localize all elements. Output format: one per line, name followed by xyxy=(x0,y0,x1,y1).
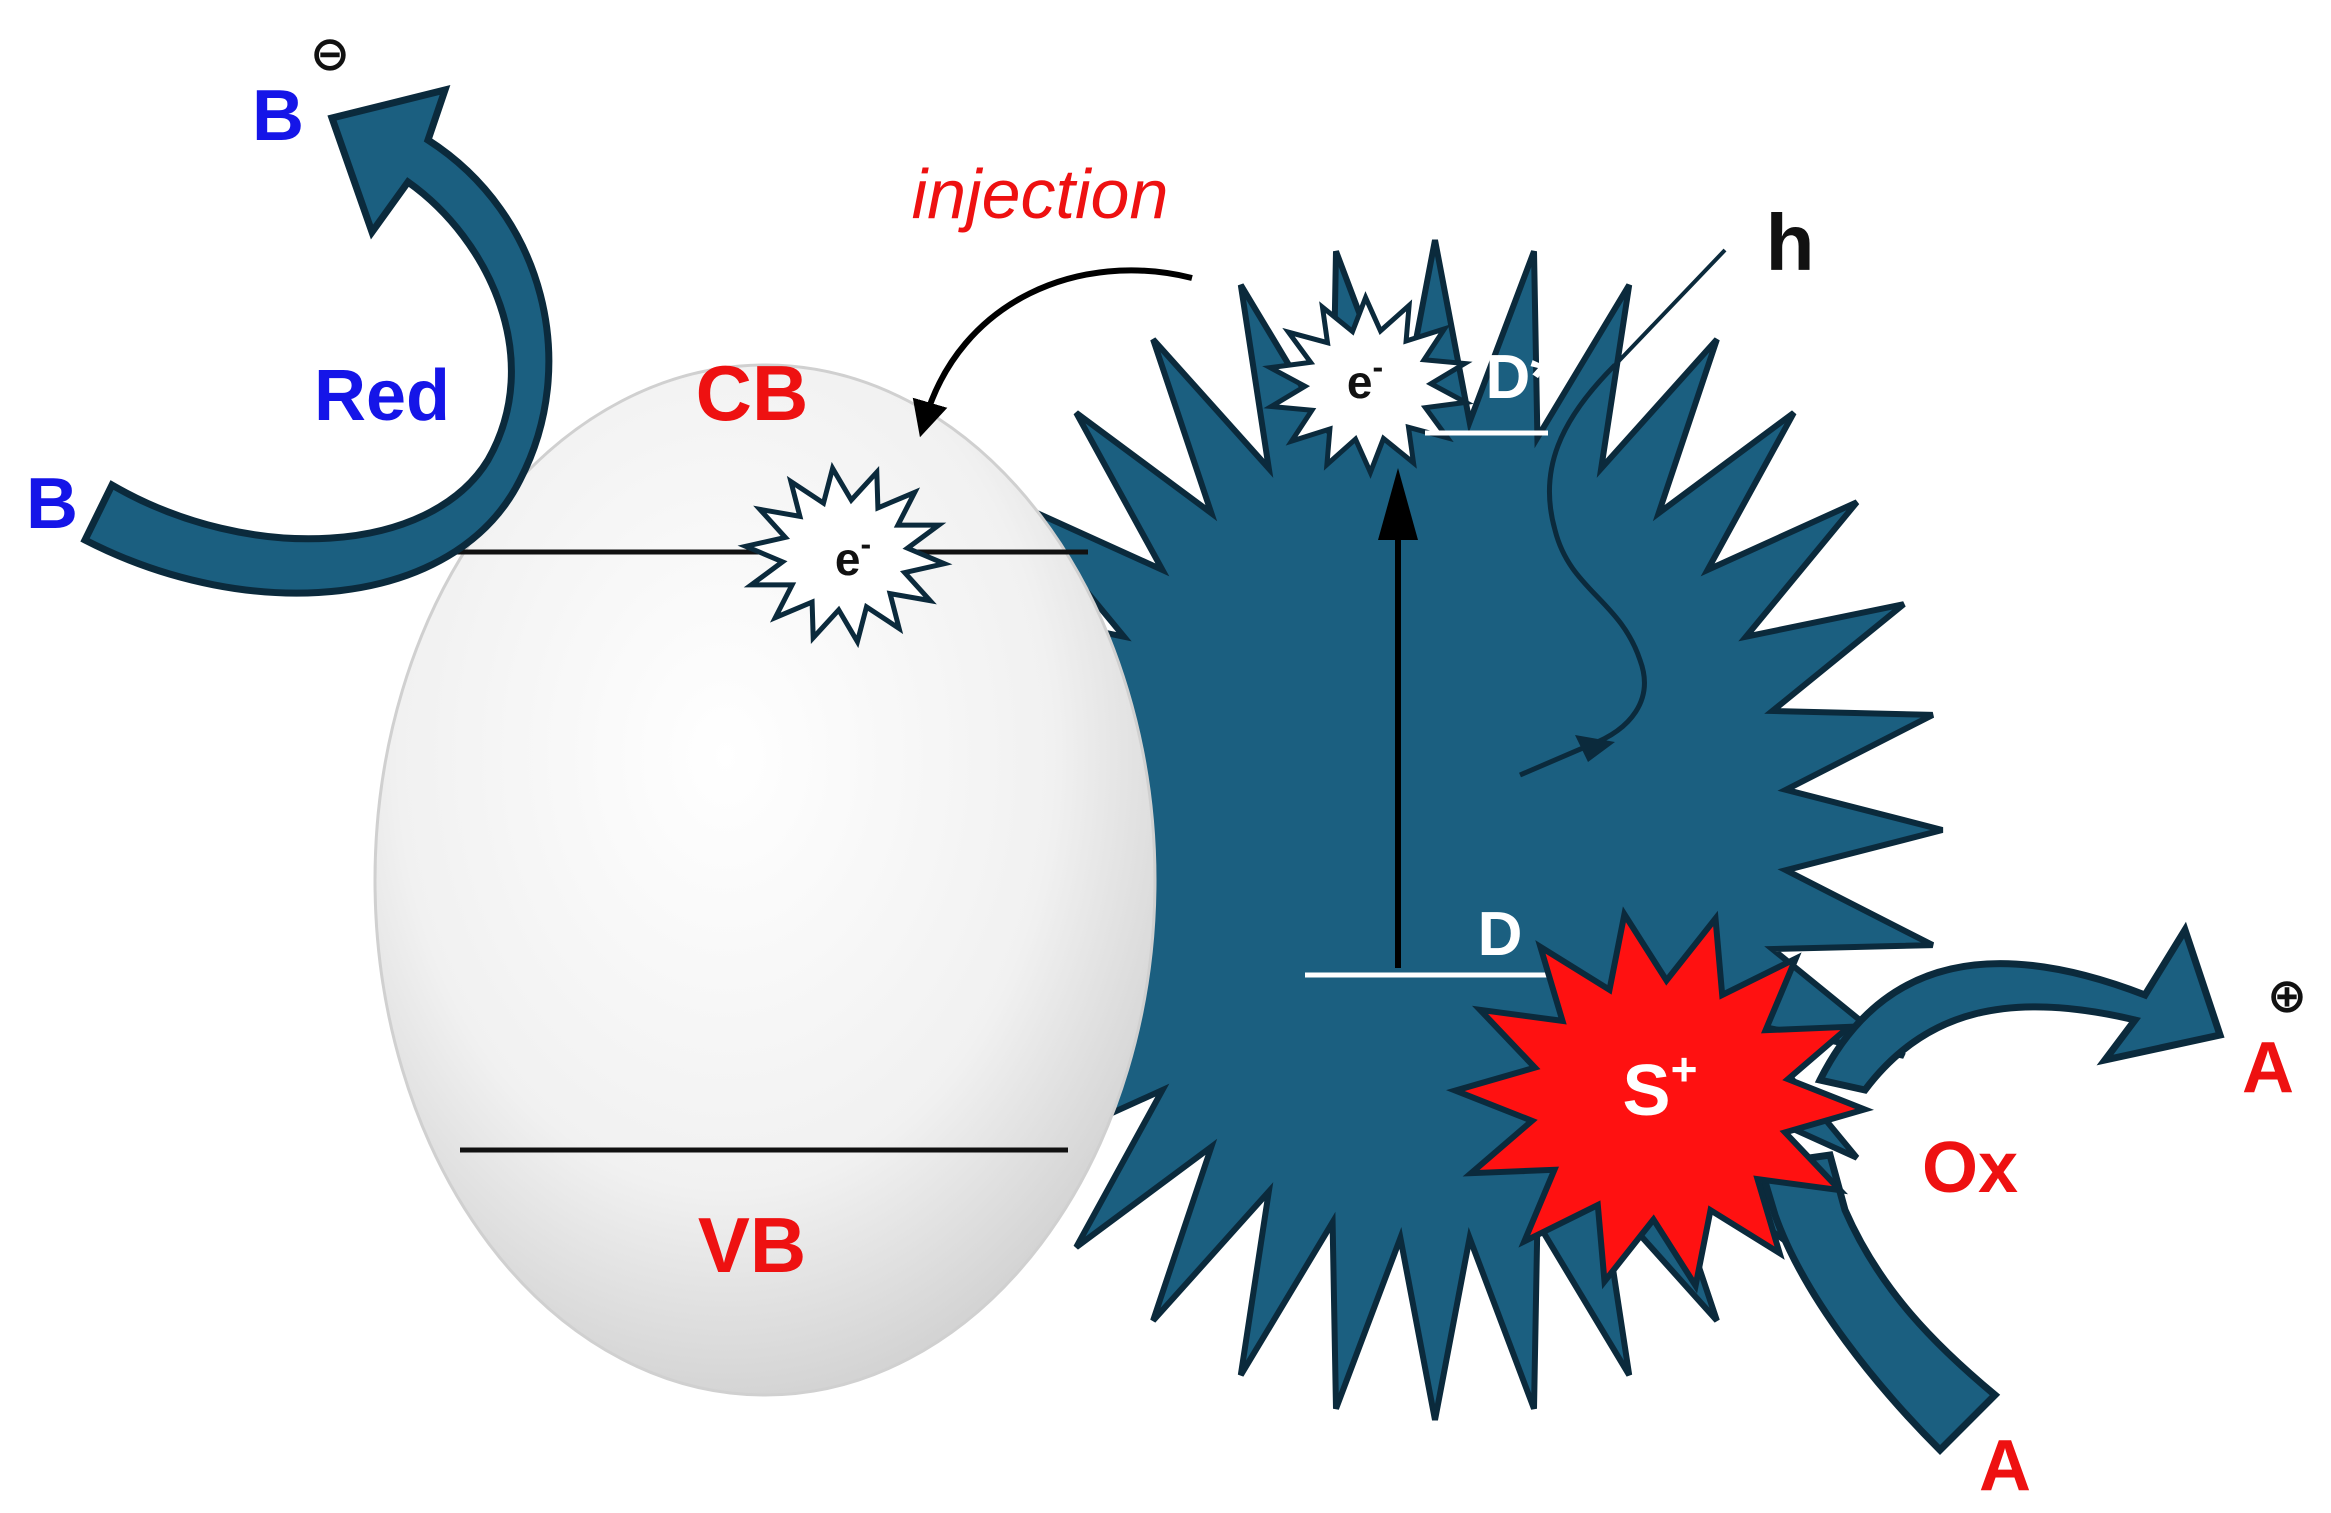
s-plus-label: S+ xyxy=(1623,1043,1698,1131)
vb-label: VB xyxy=(698,1201,806,1289)
electron-dye-label: e- xyxy=(1347,349,1383,408)
ox-label: Ox xyxy=(1922,1128,2018,1208)
injection-arrow xyxy=(912,267,1193,438)
electron-cb-label: e- xyxy=(835,526,871,585)
a-plus-label: A xyxy=(2242,1028,2294,1108)
photon-line xyxy=(1613,248,1727,367)
excitation-arrow-head xyxy=(1378,468,1418,540)
b-label: B xyxy=(26,464,78,544)
d-label: D xyxy=(1478,900,1523,969)
cb-label: CB xyxy=(696,349,809,437)
photon-wave xyxy=(1519,363,1647,778)
b-minus-charge: ⊖ xyxy=(310,28,350,81)
electron-cb-starburst: e- xyxy=(737,461,953,649)
a-label: A xyxy=(1979,1426,2031,1506)
h-label: h xyxy=(1766,198,1815,287)
electron-dye-starburst: e- xyxy=(1262,291,1474,479)
injection-label: injection xyxy=(912,155,1169,233)
a-plus-charge: ⊕ xyxy=(2267,970,2307,1023)
reduction-arrow xyxy=(80,85,553,597)
d-star-label: D* xyxy=(1486,343,1556,412)
photon-wave-head xyxy=(1575,735,1615,762)
oxidation-arrow-out xyxy=(1814,921,2225,1094)
red-label: Red xyxy=(314,356,450,436)
b-minus-label: B xyxy=(252,76,304,156)
semiconductor-particle xyxy=(373,363,1157,1397)
oxidized-dye-starburst: S+ xyxy=(1446,906,1874,1294)
